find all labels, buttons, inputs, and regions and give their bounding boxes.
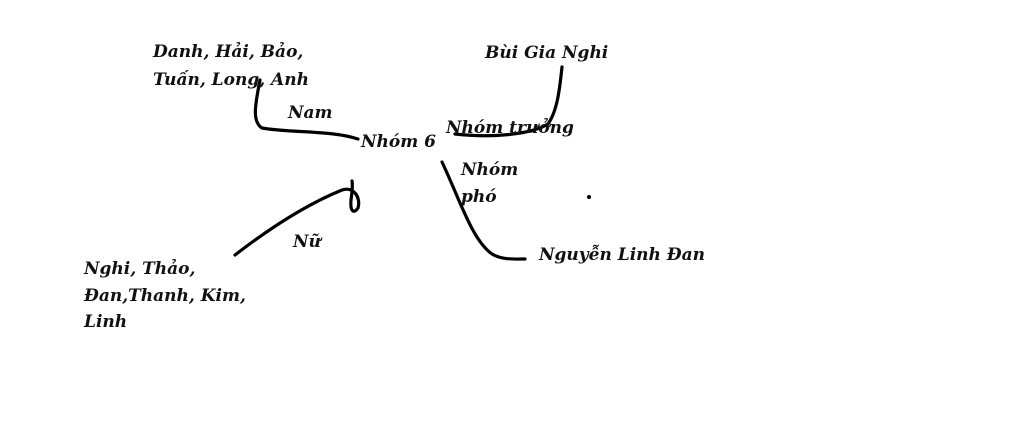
center-node-label: Nhóm 6 xyxy=(361,132,436,152)
nu-connector xyxy=(233,179,361,257)
nu-members-line-3: Linh xyxy=(84,312,128,332)
stray-dot xyxy=(587,195,591,199)
nhom-truong-connector xyxy=(453,65,564,138)
nhom-pho-member: Nguyễn Linh Đan xyxy=(539,245,706,265)
nu-branch-label: Nữ xyxy=(293,232,321,252)
nam-connector xyxy=(253,78,360,141)
nhom-truong-label: Nhóm trưởng xyxy=(446,118,574,138)
nhom-pho-label-line-2: phó xyxy=(461,187,497,207)
nu-members-line-2: Đan,Thanh, Kim, xyxy=(84,286,246,306)
nam-members-line-1: Danh, Hải, Bảo, xyxy=(153,42,304,62)
nam-branch-label: Nam xyxy=(288,103,333,123)
nu-members-line-1: Nghi, Thảo, xyxy=(84,259,196,279)
nhom-pho-label-line-1: Nhóm xyxy=(461,160,519,180)
nhom-pho-connector xyxy=(440,160,527,261)
nam-members-line-2: Tuấn, Long, Anh xyxy=(153,70,309,90)
nhom-truong-member: Bùi Gia Nghi xyxy=(485,43,609,63)
